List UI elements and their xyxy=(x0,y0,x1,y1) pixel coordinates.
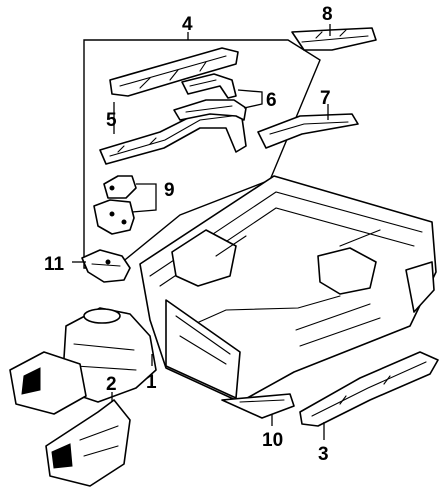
leader-6 xyxy=(237,89,263,109)
callout-2: 2 xyxy=(106,374,117,395)
part-6-brackets xyxy=(173,73,247,121)
callout-7: 7 xyxy=(320,88,331,109)
part-3-side-rail xyxy=(299,351,439,427)
part-1-apron xyxy=(9,307,157,415)
callout-3: 3 xyxy=(318,444,329,465)
leader-9 xyxy=(131,183,157,213)
callout-6: 6 xyxy=(266,90,277,111)
front-body-assembly xyxy=(139,175,437,403)
callout-5: 5 xyxy=(106,110,117,131)
callout-8: 8 xyxy=(322,4,333,25)
part-5-lower-rail xyxy=(99,107,247,165)
part-8-extension xyxy=(291,27,377,51)
part-7-reinforcement xyxy=(257,113,359,149)
part-4-upper-rail xyxy=(109,47,239,97)
callout-4: 4 xyxy=(182,14,193,35)
callout-9: 9 xyxy=(164,180,175,201)
part-10-gusset xyxy=(221,393,295,419)
part-11-bracket xyxy=(81,249,131,283)
callout-1: 1 xyxy=(146,372,157,393)
callout-10: 10 xyxy=(262,430,283,451)
part-2-panel xyxy=(45,399,131,487)
part-9-brackets xyxy=(93,175,137,235)
callout-11: 11 xyxy=(44,254,65,275)
